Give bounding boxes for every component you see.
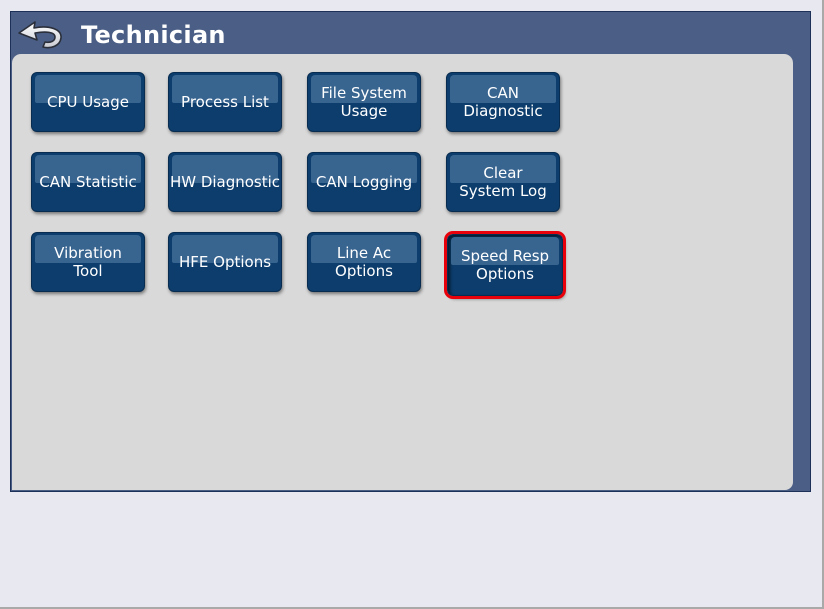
vibration-tool-button[interactable]: Vibration Tool — [31, 232, 145, 292]
button-label: CPU Usage — [46, 93, 129, 111]
process-list-button[interactable]: Process List — [168, 72, 282, 132]
speed-resp-options-button[interactable]: Speed Resp Options — [444, 231, 566, 299]
button-gloss — [311, 75, 417, 103]
cpu-usage-button[interactable]: CPU Usage — [31, 72, 145, 132]
button-gloss — [172, 235, 278, 263]
button-gloss — [172, 75, 278, 103]
button-label: File System Usage — [321, 84, 407, 120]
button-gloss — [35, 75, 141, 103]
line-ac-options-button[interactable]: Line Ac Options — [307, 232, 421, 292]
can-logging-button[interactable]: CAN Logging — [307, 152, 421, 212]
hw-diagnostic-button[interactable]: HW Diagnostic — [168, 152, 282, 212]
button-gloss — [35, 235, 141, 263]
can-diagnostic-button[interactable]: CAN Diagnostic — [446, 72, 560, 132]
button-label: HFE Options — [178, 253, 272, 271]
page-title: Technician — [81, 21, 226, 49]
button-panel: CPU Usage Process List File System Usage… — [12, 54, 793, 490]
clear-system-log-button[interactable]: Clear System Log — [446, 152, 560, 212]
button-label: CAN Logging — [315, 173, 413, 191]
button-label: HW Diagnostic — [169, 173, 281, 191]
button-label: Line Ac Options — [335, 244, 393, 280]
button-label: Speed Resp Options — [460, 247, 550, 283]
button-label: CAN Diagnostic — [463, 84, 543, 120]
button-label: Clear System Log — [459, 164, 547, 200]
button-gloss — [311, 155, 417, 183]
back-arrow-icon — [18, 21, 62, 49]
button-label: Process List — [181, 93, 269, 111]
button-gloss — [450, 155, 556, 183]
button-gloss — [172, 155, 278, 183]
technician-window: Technician CPU Usage Process List File S… — [10, 11, 811, 492]
file-system-usage-button[interactable]: File System Usage — [307, 72, 421, 132]
button-label: CAN Statistic — [39, 173, 137, 191]
button-gloss — [451, 237, 559, 265]
button-gloss — [311, 235, 417, 263]
can-statistic-button[interactable]: CAN Statistic — [31, 152, 145, 212]
button-gloss — [450, 75, 556, 103]
back-button[interactable] — [15, 16, 69, 52]
hfe-options-button[interactable]: HFE Options — [168, 232, 282, 292]
button-label: Vibration Tool — [54, 244, 122, 280]
button-gloss — [35, 155, 141, 183]
